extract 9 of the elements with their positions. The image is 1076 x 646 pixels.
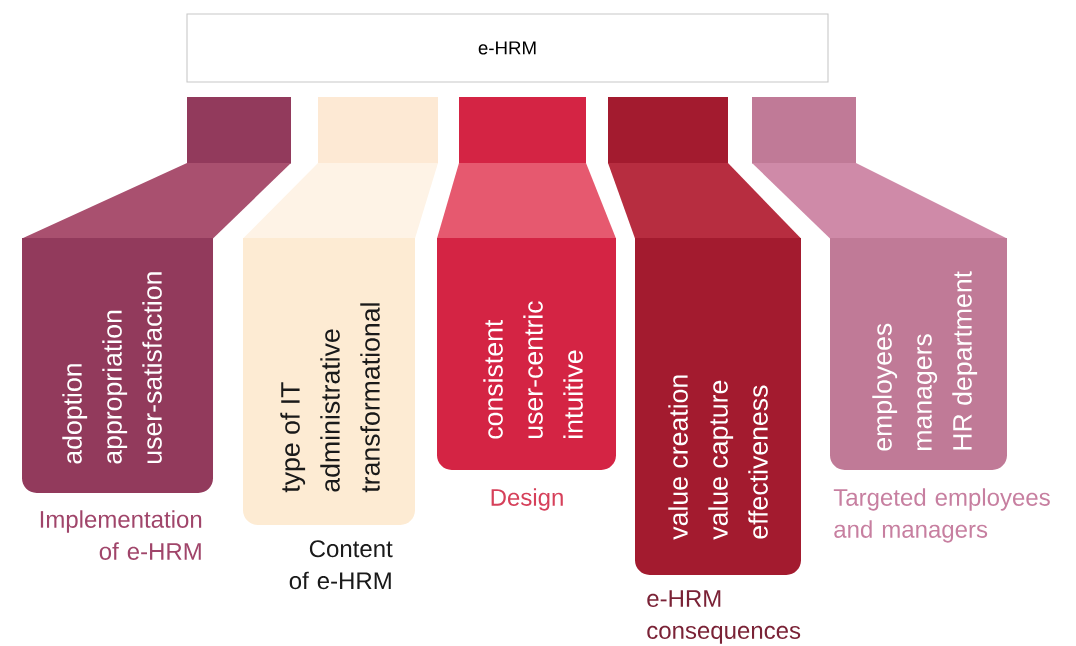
node-label: Content of e-HRM [289,540,393,590]
node-label: Targeted employees and managers [833,488,1050,543]
title-box: e-HRM [186,13,829,83]
node-label: Implementation of e-HRM [40,510,202,560]
ribbon-column: type of IT administrative transformational [243,97,438,525]
ribbon-column: value creation value capture effectiveness [608,97,801,575]
ribbon-column: consistent user-centric intuitive [437,97,616,470]
node-label: Design [491,488,563,511]
node-label: e-HRM consequences [647,590,801,644]
